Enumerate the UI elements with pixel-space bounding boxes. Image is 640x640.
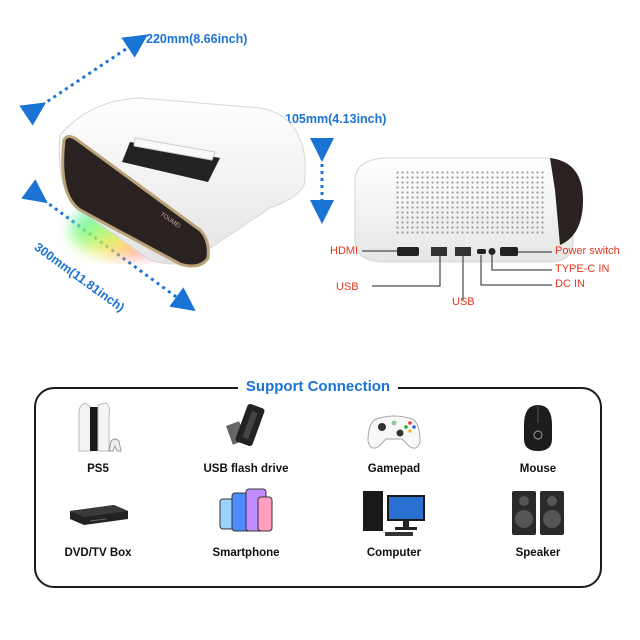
support-label-ps5: PS5: [87, 463, 109, 475]
type-c-label: TYPE-C IN: [555, 263, 610, 275]
support-connection-title: Support Connection: [237, 378, 399, 395]
support-item-dvd-box: DVD/TV Box: [38, 485, 158, 559]
usb-port-1: [431, 247, 447, 256]
support-label-smartphone: Smartphone: [212, 547, 280, 559]
support-item-ps5: PS5: [38, 401, 158, 475]
ps5-icon: [78, 402, 122, 452]
power-switch: [500, 247, 518, 256]
type-c-port: [477, 249, 486, 254]
support-item-gamepad: Gamepad: [334, 401, 454, 475]
smartphone-icon: [219, 488, 273, 532]
computer-icon: [363, 491, 425, 536]
speaker-icon: [512, 491, 564, 535]
support-label-usb-flash-drive: USB flash drive: [203, 463, 289, 475]
height-label: 105mm(4.13inch): [285, 112, 387, 126]
support-label-gamepad: Gamepad: [367, 463, 421, 475]
support-item-usb-flash-drive: USB flash drive: [186, 401, 306, 475]
support-item-mouse: Mouse: [478, 401, 598, 475]
usb-flash-drive-icon: [226, 403, 265, 447]
support-label-dvd-box: DVD/TV Box: [64, 547, 132, 559]
usb-port-2: [455, 247, 471, 256]
support-connection-panel: Support Connection PS5 USB flash drive: [34, 378, 602, 588]
projector-front-view: TOUMEI: [58, 97, 306, 268]
dc-in-label: DC IN: [555, 278, 585, 290]
usb-left-label: USB: [336, 281, 359, 293]
hdmi-label: HDMI: [330, 245, 359, 257]
power-switch-label: Power switch: [555, 245, 620, 257]
gamepad-icon: [367, 415, 421, 449]
dvd-box-icon: [70, 505, 128, 525]
support-label-mouse: Mouse: [519, 463, 557, 475]
support-item-computer: Computer: [334, 485, 454, 559]
support-item-speaker: Speaker: [478, 485, 598, 559]
usb-bottom-label: USB: [452, 296, 475, 308]
support-label-speaker: Speaker: [515, 547, 561, 559]
mouse-icon: [524, 405, 552, 451]
support-label-computer: Computer: [366, 547, 422, 559]
support-item-smartphone: Smartphone: [186, 485, 306, 559]
projector-rear-view: [354, 157, 583, 263]
port-leader-lines: [362, 250, 552, 300]
width-label: 220mm(8.66inch): [146, 32, 248, 46]
dc-port: [488, 248, 496, 255]
